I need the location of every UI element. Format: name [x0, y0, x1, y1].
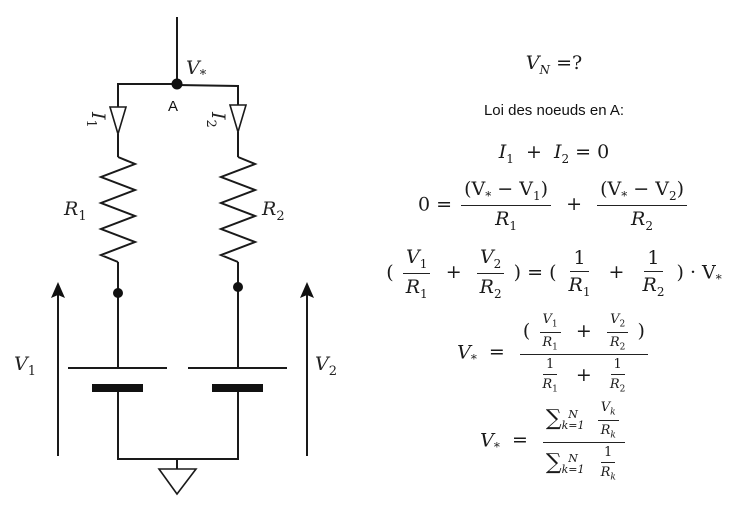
fraction-term-1: (V* − V1) R1	[461, 178, 552, 233]
resistor-r2	[218, 156, 258, 263]
source-v1-label: V1	[14, 353, 36, 379]
node-a-label: A	[168, 98, 178, 115]
node-a-dot	[171, 78, 183, 90]
current-i1-label: I1	[83, 111, 109, 128]
battery2-negative-plate	[212, 384, 263, 392]
battery1-negative-plate	[92, 384, 143, 392]
node-bus-left	[117, 83, 177, 107]
current-arrow-i2	[228, 104, 248, 135]
resistor-r1-label: R1	[63, 198, 87, 224]
source-v2-label: V2	[315, 353, 337, 379]
fraction-term-2: (V* − V2) R2	[597, 178, 687, 233]
junction-dot-right	[233, 282, 243, 292]
ground-icon	[157, 468, 198, 496]
resistor-r2-label: R2	[261, 198, 285, 224]
v2-arrowhead-icon	[300, 282, 314, 298]
equation-current-sum: 0 = (V* − V1) R1 + (V* − V2) R2	[370, 178, 738, 233]
junction-dot-left	[113, 288, 123, 298]
resistor-r1	[98, 156, 138, 263]
question-equation: VN =?	[525, 52, 583, 77]
current-arrow-i1	[108, 106, 128, 137]
bottom-wire	[117, 392, 239, 460]
node-bus-right	[176, 84, 239, 105]
circuit-diagram: V* A I1 I2 R1 R2 V1 V2	[14, 17, 337, 496]
kcl-equation: I1 + I2 = 0	[498, 141, 610, 166]
current-i2-label: I2	[203, 111, 229, 128]
node-voltage-label: V*	[186, 57, 207, 83]
kcl-law-text: Loi des noeuds en A:	[483, 102, 625, 119]
v1-arrowhead-icon	[51, 282, 65, 298]
